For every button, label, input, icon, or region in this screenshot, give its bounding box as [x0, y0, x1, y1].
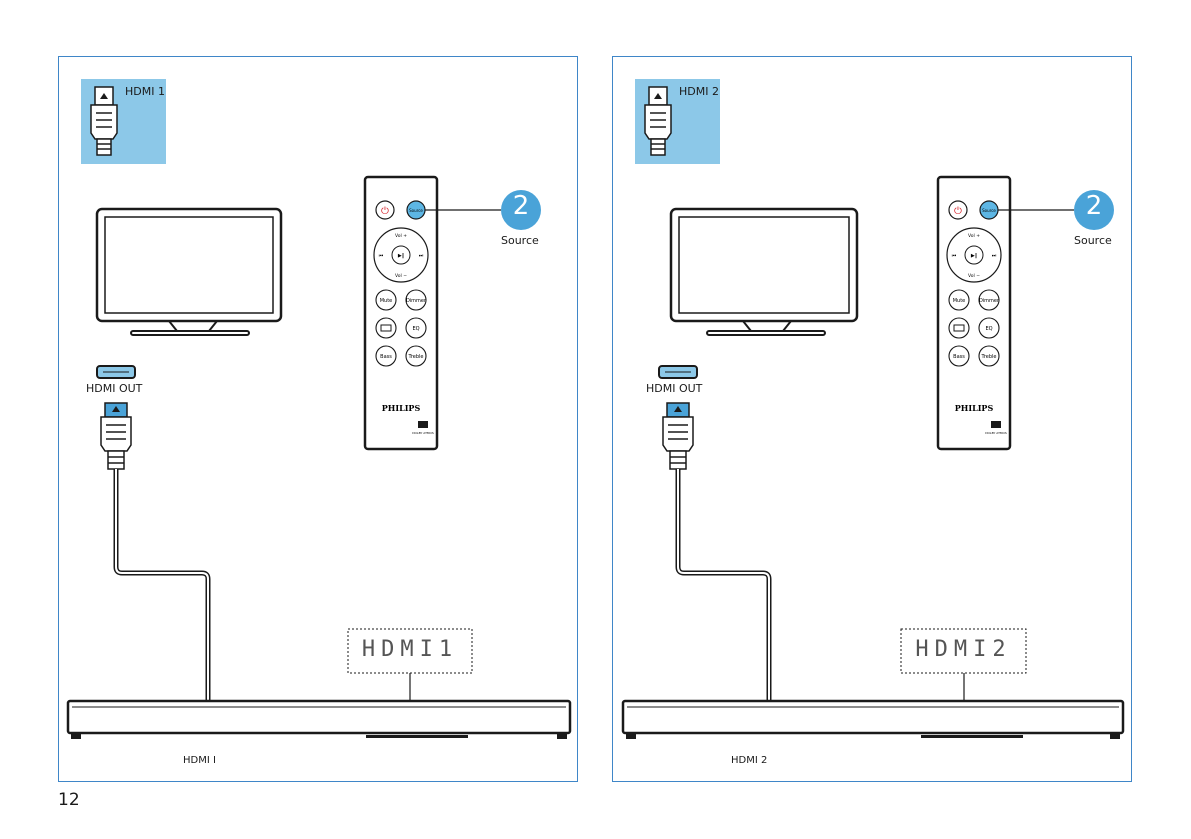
vol-up-text: Vol +: [395, 233, 407, 239]
dolby-atmos-text: DOLBY ATMOS: [985, 431, 1007, 435]
mute-text: Mute: [380, 298, 393, 304]
next-icon: ⏭: [419, 253, 424, 259]
remote-control: ⏻ Source ▶‖ Vol + Vol − ⏮ ⏭ Mute Dimmer …: [938, 177, 1010, 449]
tv-icon: [97, 209, 281, 335]
remote-source-text: Source: [409, 208, 423, 213]
soundbar: [623, 701, 1123, 739]
hdmi-cable: [116, 469, 208, 701]
badge-label: HDMI 1: [125, 85, 165, 98]
hdmi-port-icon: [659, 366, 697, 378]
treble-text: Treble: [981, 354, 997, 360]
dolby-logo: [418, 421, 428, 428]
prev-icon: ⏮: [952, 253, 957, 259]
hdmi-cable-plug: [663, 403, 693, 469]
panel-hdmi-2: ⏻ Source ▶‖ Vol + Vol − ⏮ ⏭ Mute Dimmer …: [612, 56, 1132, 782]
panel-caption: HDMI I: [183, 755, 216, 766]
eq-text: EQ: [412, 326, 419, 332]
display-text: HDMI2: [901, 637, 1026, 662]
tv-icon: [671, 209, 857, 335]
step-label: Source: [501, 234, 539, 247]
bass-text: Bass: [380, 354, 392, 360]
play-pause-icon: ▶‖: [398, 253, 404, 259]
badge-label: HDMI 2: [679, 85, 719, 98]
prev-icon: ⏮: [379, 253, 384, 259]
philips-logo: PHILIPS: [955, 403, 994, 413]
hdmi-cable: [678, 469, 769, 701]
hdmi-port-icon: [97, 366, 135, 378]
play-pause-icon: ▶‖: [971, 253, 977, 259]
eq-text: EQ: [985, 326, 992, 332]
remote-control: ⏻ Source ▶‖ Vol + Vol − ⏮ ⏭ Mute Dimmer …: [365, 177, 437, 449]
panel-caption: HDMI 2: [731, 755, 767, 766]
dolby-logo: [991, 421, 1001, 428]
step-number: 2: [1074, 191, 1114, 221]
dolby-atmos-text: DOLBY ATMOS: [412, 431, 434, 435]
panel-hdmi-1: ⏻ Source ▶‖ Vol + Vol − ⏮ ⏭ Mute Dimmer …: [58, 56, 578, 782]
mute-text: Mute: [953, 298, 966, 304]
next-icon: ⏭: [992, 253, 997, 259]
remote-source-text: Source: [982, 208, 996, 213]
hdmi-out-label: HDMI OUT: [646, 382, 702, 395]
step-label: Source: [1074, 234, 1112, 247]
panel-1-diagram: ⏻ Source ▶‖ Vol + Vol − ⏮ ⏭ Mute Dimmer …: [59, 57, 579, 783]
vol-down-text: Vol −: [968, 273, 980, 279]
power-icon: ⏻: [954, 206, 962, 217]
panel-2-diagram: ⏻ Source ▶‖ Vol + Vol − ⏮ ⏭ Mute Dimmer …: [613, 57, 1133, 783]
philips-logo: PHILIPS: [382, 403, 421, 413]
treble-text: Treble: [408, 354, 424, 360]
vol-up-text: Vol +: [968, 233, 980, 239]
power-icon: ⏻: [381, 206, 389, 217]
step-number: 2: [501, 191, 541, 221]
hdmi-out-label: HDMI OUT: [86, 382, 142, 395]
dimmer-text: Dimmer: [406, 298, 427, 304]
bass-text: Bass: [953, 354, 965, 360]
page-number: 12: [58, 790, 80, 810]
soundbar: [68, 701, 570, 739]
display-text: HDMI1: [348, 637, 472, 662]
vol-down-text: Vol −: [395, 273, 407, 279]
hdmi-cable-plug: [101, 403, 131, 469]
dimmer-text: Dimmer: [979, 298, 1000, 304]
